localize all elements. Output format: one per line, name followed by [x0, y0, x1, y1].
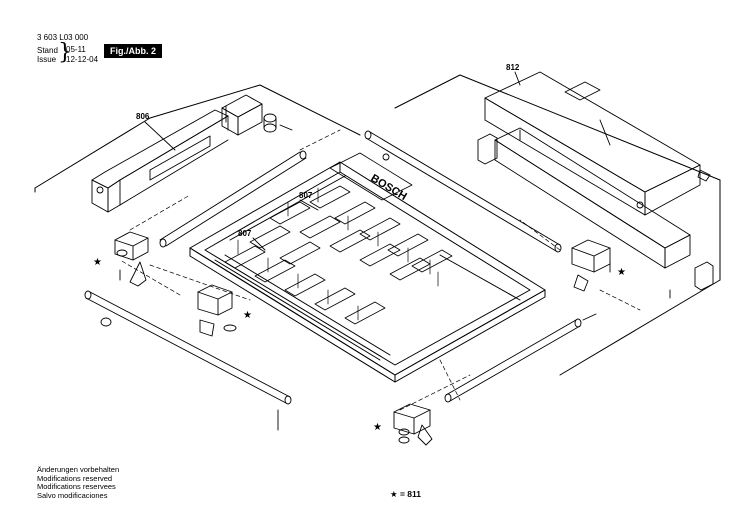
- brand-logo: BOSCH: [368, 172, 408, 203]
- table-top-body: [189, 152, 546, 383]
- left-frame-outline: [34, 84, 361, 193]
- right-end-block: [477, 133, 714, 299]
- brace-icon: }: [58, 40, 72, 65]
- issue-value: 12-12-04: [66, 55, 99, 64]
- stand-value: 05-11: [66, 45, 86, 54]
- note-en: Modifications reserved: [37, 473, 113, 483]
- callout-807-lower: 807: [238, 229, 252, 238]
- lower-left-tube: [84, 290, 292, 431]
- issue-label: Issue: [37, 55, 57, 64]
- leader-807-upper: [299, 199, 319, 211]
- middle-clamp: [197, 284, 237, 337]
- left-knob: [263, 113, 293, 133]
- note-es: Salvo modificaciones: [37, 490, 108, 500]
- small-pin: [382, 153, 390, 161]
- bottom-clamp: [393, 403, 433, 446]
- dashed-guides: [119, 129, 641, 411]
- star-marker-icon: ★: [243, 310, 252, 321]
- leader-806: [144, 121, 176, 151]
- right-long-bar: [494, 127, 691, 269]
- left-bracket-panel: [91, 109, 229, 213]
- star-legend: ★ = 811: [390, 489, 422, 499]
- clamp-rails: [224, 185, 453, 325]
- right-frame-outline: [394, 74, 721, 376]
- note-de: Änderungen vorbehalten: [37, 465, 120, 474]
- document-number: 3 603 L03 000: [37, 33, 89, 42]
- star-marker-icon: ★: [373, 422, 382, 433]
- figure-label: Fig./Abb. 2: [104, 44, 162, 58]
- left-rail-tube: [159, 150, 307, 248]
- callout-807-upper: 807: [299, 191, 313, 200]
- center-rail-tube: [364, 130, 562, 253]
- modification-notes: Änderungen vorbehalten Modifications res…: [37, 465, 120, 500]
- right-fence-profile: [484, 71, 711, 216]
- callout-806: 806: [136, 112, 150, 121]
- right-clamp: [571, 239, 611, 292]
- leader-807-lower: [252, 237, 266, 251]
- leader-812: [514, 71, 521, 86]
- left-slider-block: [221, 94, 263, 136]
- stand-label: Stand: [37, 46, 58, 55]
- star-marker-icon: ★: [617, 267, 626, 278]
- note-fr: Modifications reservees: [37, 482, 116, 492]
- right-lower-tube: [444, 313, 597, 403]
- callout-812: 812: [506, 63, 520, 72]
- clamp-screws: [237, 187, 439, 321]
- star-marker-icon: ★: [93, 257, 102, 268]
- left-clamp: [114, 231, 149, 287]
